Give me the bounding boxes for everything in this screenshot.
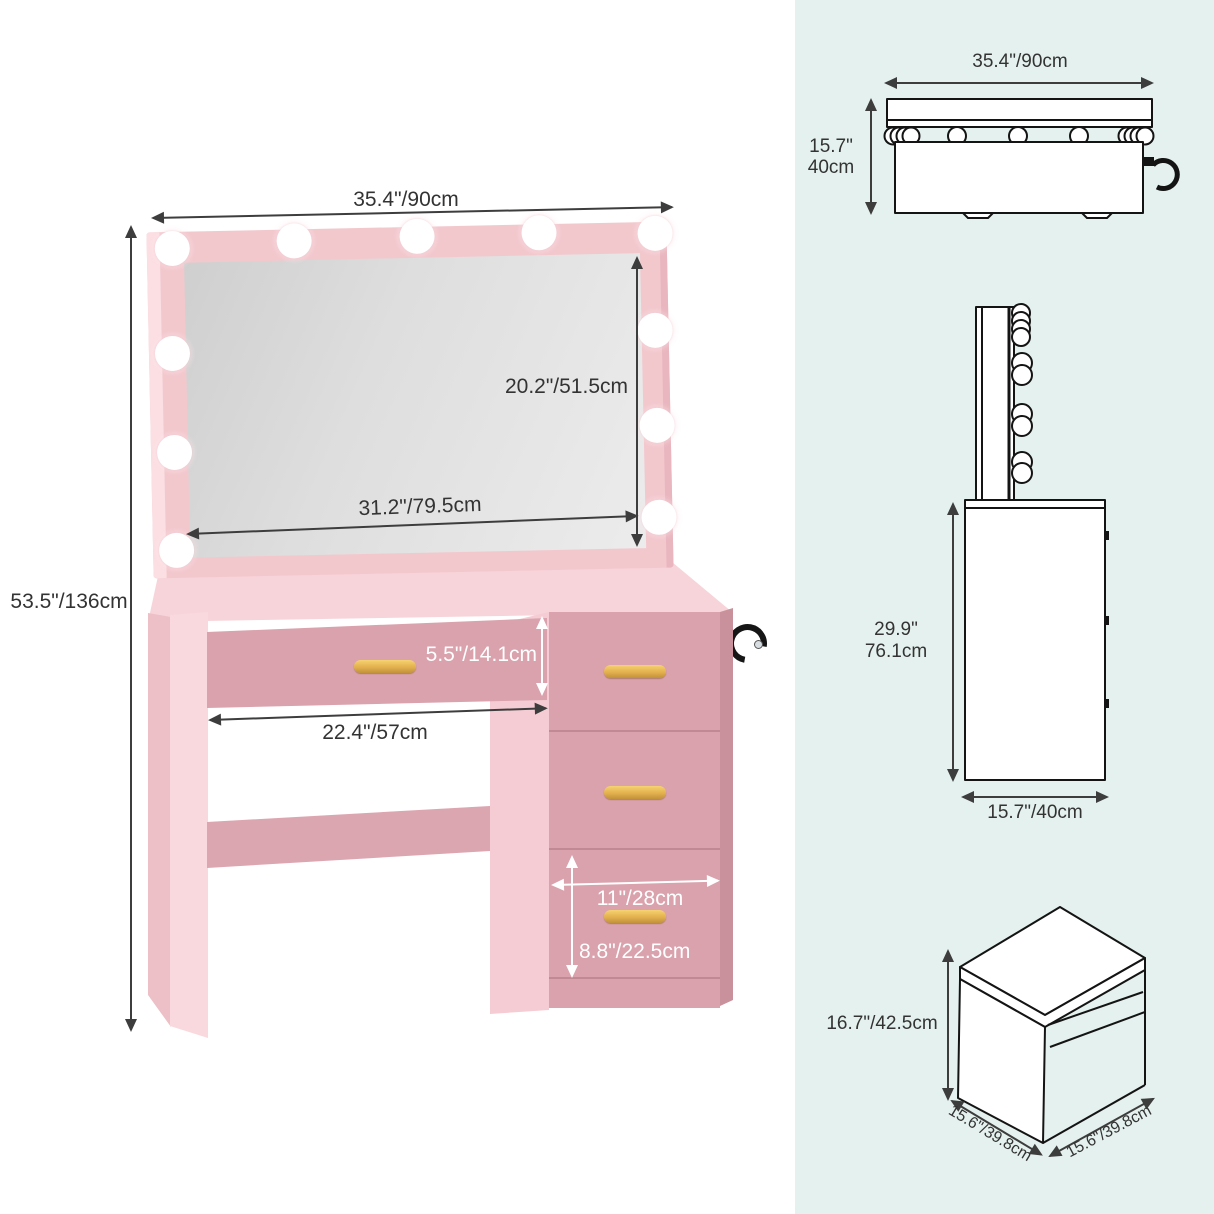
bottom-drawer-height-arrow: [566, 855, 578, 978]
drawer-divider: [549, 730, 720, 732]
light-bulb-icon: [521, 214, 557, 251]
top-view-depth-in-label: 15.7": [809, 136, 853, 157]
glass-height-arrow: [631, 256, 643, 547]
hook-icon: [1151, 158, 1180, 191]
left-leg-side-face: [148, 613, 171, 1027]
hook-icon: [717, 616, 775, 671]
hook-tip: [754, 640, 763, 649]
drawer-height-arrow: [536, 616, 548, 696]
stool-height-label: 16.7"/42.5cm: [826, 1013, 938, 1034]
light-bulb-icon: [637, 215, 673, 252]
drawer-column-front: [549, 612, 720, 1008]
side-view-height-cm-label: 76.1cm: [864, 641, 928, 662]
hook-icon: [1143, 157, 1154, 166]
top-view-width-label: 35.4"/90cm: [972, 51, 1068, 72]
stool-height-arrow: [942, 949, 954, 1101]
support-beam: [207, 806, 490, 868]
top-view-width-arrow: [884, 77, 1154, 89]
mirror-width-label: 35.4"/90cm: [353, 188, 459, 211]
light-bulb-icon: [399, 218, 435, 255]
left-leg-front-face: [170, 612, 208, 1038]
drawer-handle: [604, 786, 666, 799]
glass-height-label: 20.2"/51.5cm: [504, 375, 628, 398]
total-height-arrow: [125, 225, 137, 1032]
side-view-height-in-label: 29.9": [874, 619, 918, 640]
bottom-drawer-width-label: 11"/28cm: [596, 887, 684, 910]
light-bulb-icon: [154, 230, 191, 267]
bulb-row-icons: [883, 126, 1155, 146]
top-view-depth-cm-label: 40cm: [807, 157, 855, 178]
top-view-depth-arrow: [865, 98, 877, 215]
total-height-label: 53.5"/136cm: [10, 590, 128, 613]
side-view-depth-arrow: [961, 791, 1109, 803]
light-bulb-icon: [276, 223, 313, 259]
side-view-drawing: [964, 303, 1109, 781]
light-bulb-icon: [154, 335, 191, 372]
side-view-height-arrow: [947, 502, 959, 782]
bottom-drawer-height-label: 8.8"/22.5cm: [579, 940, 691, 963]
light-bulb-icon: [156, 434, 193, 471]
handle-mark: [1104, 699, 1109, 708]
side-view-depth-label: 15.7"/40cm: [987, 802, 1083, 823]
handle-mark: [1104, 616, 1109, 625]
top-view-drawing: [883, 98, 1180, 219]
drawer-column-right-edge: [720, 608, 733, 1006]
stool-drawing: [957, 906, 1146, 1144]
drawer-height-label: 5.5"/14.1cm: [425, 643, 537, 666]
drawer-handle: [604, 665, 666, 678]
drawer-handle: [604, 910, 666, 923]
mirror-frame-bevel: [146, 232, 167, 579]
bulb-side-icons: [1011, 303, 1033, 484]
knee-width-label: 22.4"/57cm: [322, 721, 428, 744]
handle-mark: [1104, 531, 1109, 540]
drawer-divider: [549, 848, 720, 850]
base-divider: [549, 977, 720, 979]
drawer-handle: [354, 660, 416, 673]
